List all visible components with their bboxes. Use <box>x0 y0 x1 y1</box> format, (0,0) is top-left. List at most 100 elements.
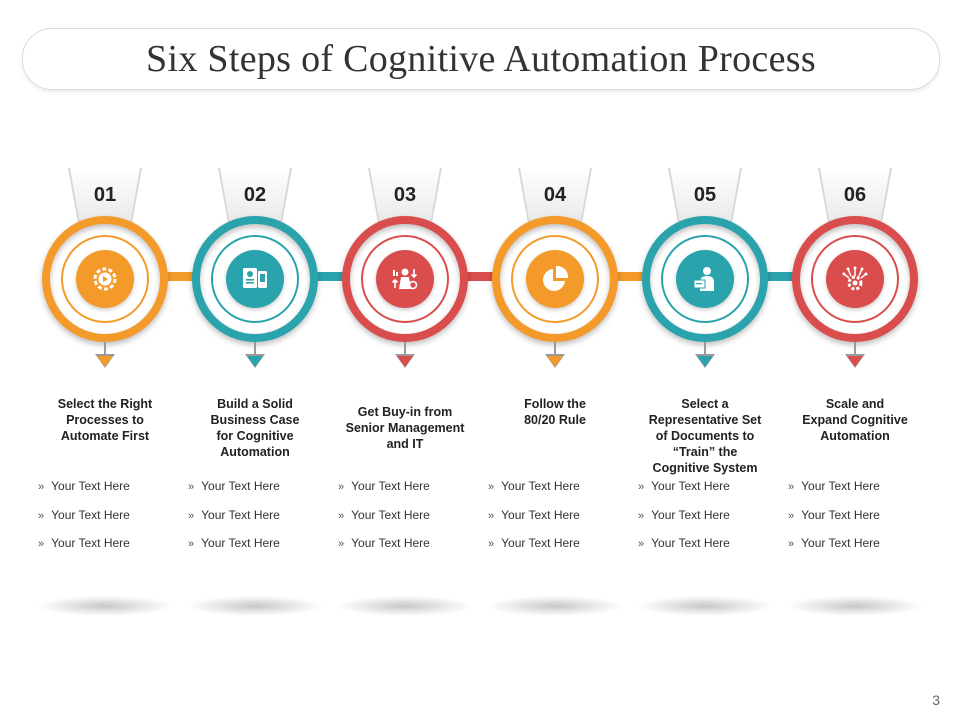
bullet-item: »Your Text Here <box>38 535 178 564</box>
bullet-list: »Your Text Here»Your Text Here»Your Text… <box>638 478 778 564</box>
manager-buy-in-badge <box>376 250 434 308</box>
step-number: 05 <box>693 184 717 206</box>
bullet-text: Your Text Here <box>801 536 880 550</box>
step-connector <box>762 272 802 281</box>
bullet-item: » Your Text Here <box>338 535 478 564</box>
bullet-text: Your Text Here <box>51 507 130 522</box>
number-tab <box>70 168 140 223</box>
bullet-item: »Your Text Here <box>788 535 928 564</box>
bullet-item: »Your Text Here <box>488 507 628 536</box>
bullet-marker: » <box>638 481 645 493</box>
step-heading-line: Build a Solid <box>217 397 293 411</box>
step-number: 06 <box>843 184 867 206</box>
floor-shadow <box>488 596 622 616</box>
step-connector <box>312 272 352 281</box>
bullet-list: »Your Text Here»Your Text Here»Your Text… <box>788 478 928 564</box>
floor-shadow <box>338 596 472 616</box>
bullet-item: »Your Text Here <box>38 478 178 507</box>
bullet-list: »Your Text Here»Your Text Here»Your Text… <box>38 478 178 564</box>
bullet-text: Your Text Here <box>351 507 430 522</box>
step-heading: Follow the 80/20 Rule <box>480 396 630 428</box>
floor-shadow <box>188 596 322 616</box>
bullet-text: Your Text Here <box>651 479 730 493</box>
step-heading-line: Senior Management <box>345 421 465 435</box>
bullet-list: »Your Text Here»Your Text Here»Your Text… <box>488 478 628 564</box>
floor-shadow <box>788 596 922 616</box>
step-heading-line: Select a <box>681 397 729 411</box>
business-case-document-icon <box>240 264 270 294</box>
bullet-item: » Your Text Here <box>638 478 778 507</box>
automation-gear-icon <box>90 264 120 294</box>
down-arrow-icon <box>97 356 113 367</box>
number-tab <box>670 168 740 223</box>
down-arrow-icon <box>847 356 863 367</box>
drop-line <box>554 342 556 356</box>
bullet-marker: » <box>788 481 795 493</box>
step-heading-line: Scale and <box>825 397 885 411</box>
person-presenting-badge <box>676 250 734 308</box>
step-number: 03 <box>393 184 417 206</box>
bullet-text: Your Text Here <box>651 536 730 550</box>
bullet-list: »Your Text Here»Your Text Here»Your Text… <box>338 478 478 564</box>
bullet-marker: » <box>638 509 645 522</box>
down-arrow-icon <box>247 356 263 367</box>
bullet-text: Your Text Here <box>801 479 880 493</box>
pie-chart-icon <box>540 264 570 294</box>
step-heading-line: Representative Set <box>648 413 762 427</box>
number-tab <box>370 168 440 223</box>
bullet-item: »Your Text Here <box>38 507 178 536</box>
bullet-item: »Your Text Here <box>488 478 628 507</box>
bullet-text: Your Text Here <box>201 507 280 522</box>
step-heading-line: “Train” the <box>672 445 738 459</box>
step-heading-line: for Cognitive <box>216 429 294 443</box>
drop-line <box>254 342 256 356</box>
bullet-item: »Your Text Here <box>188 535 328 564</box>
step-heading-line: Cognitive System <box>652 461 758 475</box>
bullet-item: » Your Text Here <box>638 507 778 536</box>
step-heading-line: Follow the <box>524 397 586 411</box>
bullet-text: Your Text Here <box>51 479 130 493</box>
bullet-item: » Your Text Here <box>788 478 928 507</box>
step-number: 02 <box>243 184 267 206</box>
drop-line <box>104 342 106 356</box>
step-heading-line: Automate First <box>60 429 150 443</box>
bullet-item: »Your Text Here <box>338 478 478 507</box>
bullet-item: »Your Text Here <box>638 535 778 564</box>
page-number: 3 <box>932 692 940 708</box>
drop-line <box>704 342 706 356</box>
step-connector <box>162 272 202 281</box>
step-heading-line: Get Buy-in from <box>357 405 453 419</box>
scale-expand-chip-badge <box>826 250 884 308</box>
bullet-item: »Your Text Here <box>788 507 928 536</box>
step-heading-line: Automation <box>820 429 890 443</box>
bullet-marker: » <box>338 509 345 522</box>
number-tab <box>520 168 590 223</box>
drop-line <box>854 342 856 356</box>
bullet-marker: » <box>188 481 195 493</box>
step-connector <box>462 272 502 281</box>
title-banner: Six Steps of Cognitive Automation Proces… <box>22 28 940 90</box>
step-heading-line: of Documents to <box>655 429 755 443</box>
step-heading-line: Automation <box>220 445 290 459</box>
bullet-text: Your Text Here <box>651 507 730 522</box>
step-heading-line: Processes to <box>66 413 144 427</box>
step-05: 05 Select a Representative Set of Document… <box>630 168 780 618</box>
bullet-item: »Your Text Here <box>188 478 328 507</box>
step-heading-line: Select the Right <box>57 397 153 411</box>
bullet-marker: » <box>38 538 45 550</box>
step-heading-line: 80/20 Rule <box>524 413 586 427</box>
bullet-marker: » <box>488 509 495 522</box>
automation-gear-badge <box>76 250 134 308</box>
bullet-marker: » <box>338 538 345 550</box>
business-case-document-badge <box>226 250 284 308</box>
bullet-text: Your Text Here <box>351 536 430 550</box>
floor-shadow <box>638 596 772 616</box>
page-title: Six Steps of Cognitive Automation Proces… <box>146 38 816 80</box>
down-arrow-icon <box>397 356 413 367</box>
bullet-text: Your Text Here <box>801 507 880 522</box>
